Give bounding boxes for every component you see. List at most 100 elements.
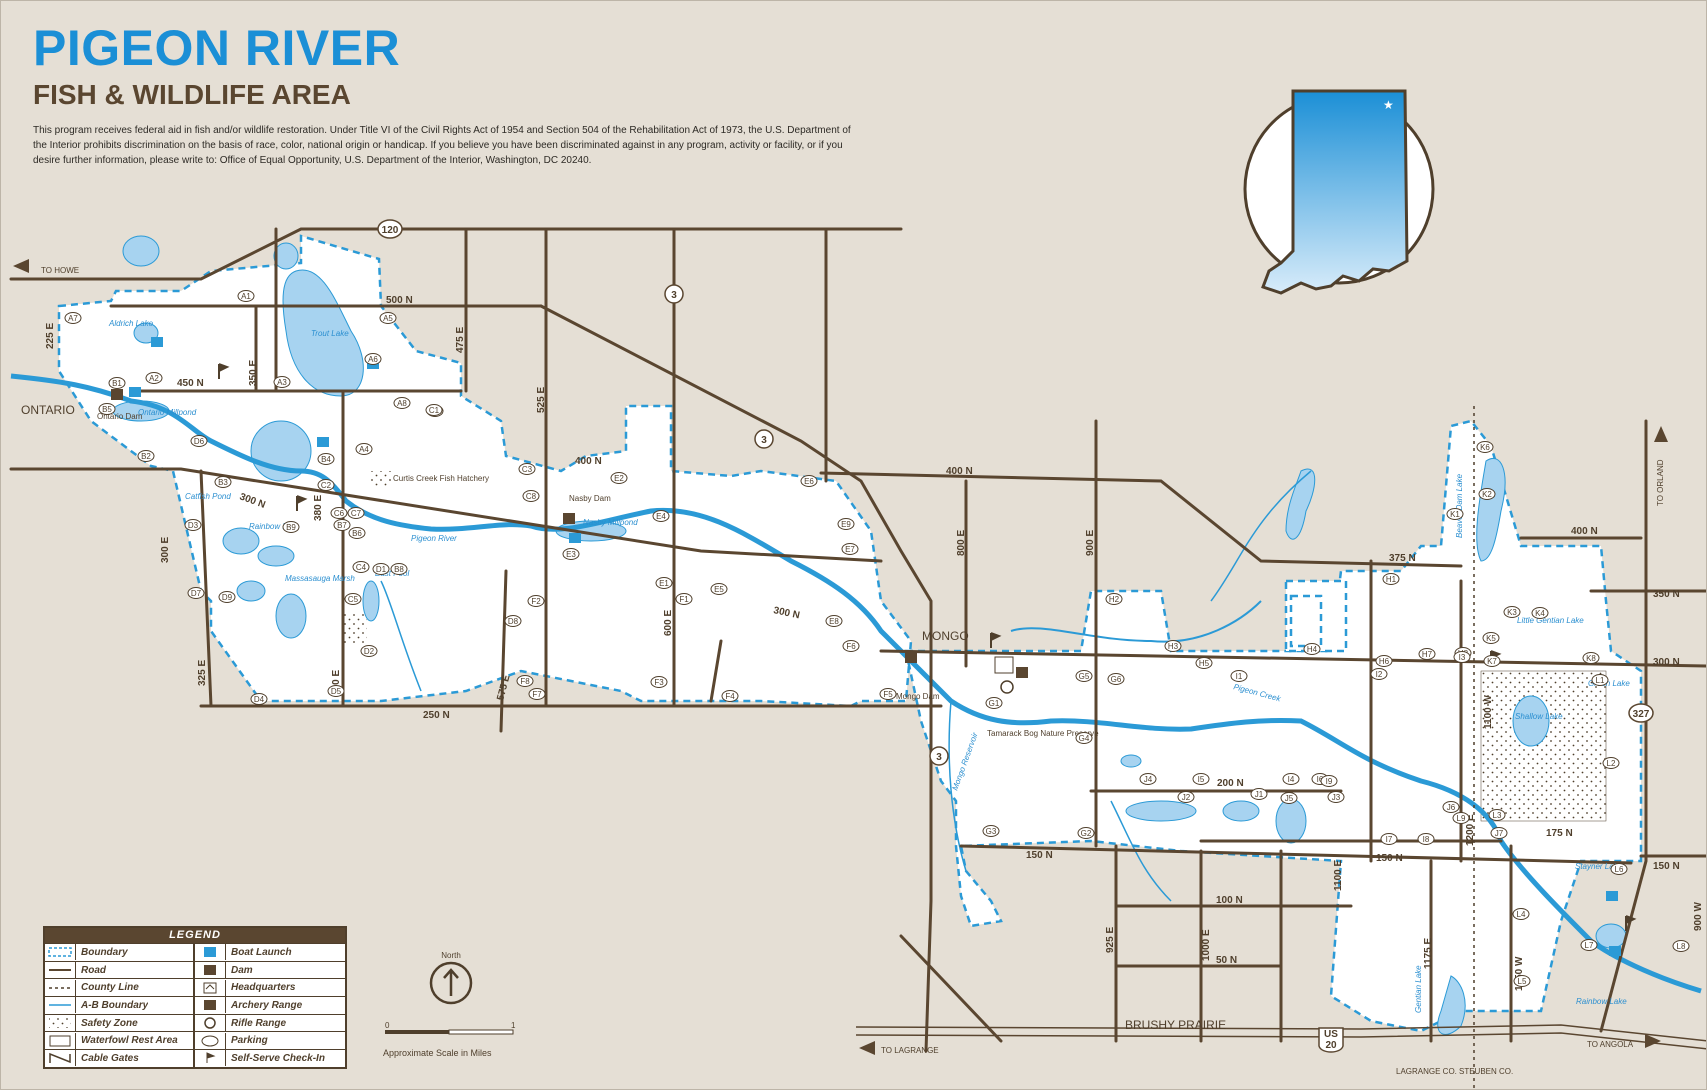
road-150n-east: 150 N	[1653, 861, 1680, 872]
svg-text:I5: I5	[1198, 775, 1205, 784]
boat-launch-icon	[569, 533, 581, 543]
svg-text:H7: H7	[1422, 650, 1433, 659]
svg-text:3: 3	[936, 752, 942, 763]
legend-row-parking: Parking	[195, 1031, 345, 1049]
svg-text:E5: E5	[714, 585, 724, 594]
legend-row-waterfowl-rest-area: Waterfowl Rest Area	[45, 1031, 193, 1049]
boat-launch-icon	[195, 944, 226, 961]
legend-label: Dam	[231, 964, 253, 976]
rifle-range-icon	[195, 1015, 226, 1032]
road-400e: 400 E	[331, 670, 342, 696]
svg-text:B9: B9	[286, 523, 296, 532]
svg-text:H4: H4	[1307, 645, 1318, 654]
parking-marker-b9: B9	[282, 521, 300, 533]
legend-label: Waterfowl Rest Area	[81, 1035, 178, 1047]
road-150n-west: 150 N	[1026, 850, 1053, 861]
parking-marker-l7: L7	[1580, 939, 1598, 951]
parking-marker-f4: F4	[721, 690, 739, 702]
road-200n: 200 N	[1217, 778, 1244, 789]
parking-marker-i7: I7	[1380, 833, 1398, 845]
check-in-flag-icon	[218, 363, 230, 379]
svg-text:C3: C3	[522, 465, 533, 474]
shield-sh3-south: 3	[929, 746, 949, 766]
svg-text:B3: B3	[218, 478, 228, 487]
cable-gates-icon	[45, 1050, 76, 1067]
svg-text:L5: L5	[1518, 977, 1527, 986]
label-green-lake: Green Lake	[1588, 679, 1630, 688]
parking-marker-e4: E4	[652, 510, 670, 522]
parking-marker-g2: G2	[1077, 827, 1095, 839]
legend-label: Archery Range	[231, 999, 303, 1011]
label-mongo-dam: Mongo Dam	[896, 692, 940, 701]
label-to-howe: TO HOWE	[41, 266, 79, 275]
parcel-h4	[1289, 594, 1323, 648]
parking-marker-a1: A1	[237, 290, 255, 302]
parking-marker-j1: J1	[1250, 788, 1268, 800]
svg-text:E2: E2	[614, 474, 624, 483]
ab-boundary-icon	[45, 997, 76, 1014]
road-475e: 475 E	[455, 327, 466, 353]
svg-text:D3: D3	[188, 521, 199, 530]
parking-marker-j2: J2	[1177, 791, 1195, 803]
parking-marker-l2: L2	[1602, 757, 1620, 769]
parking-marker-l9: L9	[1452, 812, 1470, 824]
legend-label: Parking	[231, 1035, 268, 1047]
svg-text:K8: K8	[1586, 654, 1596, 663]
road-800e: 800 E	[956, 530, 967, 556]
svg-text:C5: C5	[348, 595, 359, 604]
road-450n: 450 N	[177, 378, 204, 389]
svg-text:E6: E6	[804, 477, 814, 486]
parking-marker-h1: H1	[1382, 573, 1400, 585]
parking-marker-k2: K2	[1478, 488, 1496, 500]
parking-marker-e6: E6	[800, 475, 818, 487]
label-east-pool: East Pool	[375, 569, 409, 578]
place-brushy-prairie: BRUSHY PRAIRIE	[1125, 1018, 1226, 1032]
svg-text:K1: K1	[1450, 510, 1460, 519]
archery-range-icon	[195, 997, 226, 1014]
svg-text:I4: I4	[1288, 775, 1295, 784]
svg-text:H1: H1	[1386, 575, 1397, 584]
water-bodies	[112, 235, 1627, 1035]
svg-text:A6: A6	[368, 355, 378, 364]
parking-marker-c1: C1	[425, 404, 443, 416]
svg-text:K2: K2	[1482, 490, 1492, 499]
safety-zone	[343, 471, 1607, 822]
label-pigeon-river: Pigeon River	[411, 534, 457, 543]
svg-text:L2: L2	[1607, 759, 1616, 768]
road-100n: 100 N	[1216, 895, 1243, 906]
svg-text:A1: A1	[241, 292, 251, 301]
svg-text:L8: L8	[1677, 942, 1686, 951]
boat-launch-icon	[1606, 891, 1618, 901]
svg-text:K3: K3	[1507, 608, 1517, 617]
legend-row-road: Road	[45, 960, 193, 979]
parking-marker-d1: D1	[372, 563, 390, 575]
svg-text:C2: C2	[321, 481, 332, 490]
dam-icon	[563, 513, 575, 524]
road-600e: 600 E	[663, 610, 674, 636]
svg-text:E8: E8	[829, 617, 839, 626]
svg-text:D1: D1	[376, 565, 387, 574]
parking-marker-j3: J3	[1327, 791, 1345, 803]
legend-label: Cable Gates	[81, 1052, 139, 1064]
svg-text:C7: C7	[351, 509, 362, 518]
place-mongo: MONGO	[922, 629, 969, 643]
svg-text:D4: D4	[254, 695, 265, 704]
boundary-icon	[45, 944, 76, 961]
svg-text:G3: G3	[986, 827, 997, 836]
legend-row-headquarters: Headquarters	[195, 978, 345, 996]
label-trout-lake: Trout Lake	[311, 329, 349, 338]
scale-one: 1	[511, 1021, 516, 1030]
legend-label: County Line	[81, 982, 139, 994]
parking-marker-i4: I4	[1282, 773, 1300, 785]
svg-text:A7: A7	[68, 314, 78, 323]
parking-marker-e3: E3	[562, 548, 580, 560]
legend-row-boat-launch: Boat Launch	[195, 943, 345, 961]
parking-marker-e8: E8	[825, 615, 843, 627]
label-lagrange-co: LAGRANGE CO.	[1396, 1067, 1457, 1076]
parking-marker-c6: C6	[330, 507, 348, 519]
svg-text:D7: D7	[191, 589, 202, 598]
road-900e: 900 E	[1085, 530, 1096, 556]
